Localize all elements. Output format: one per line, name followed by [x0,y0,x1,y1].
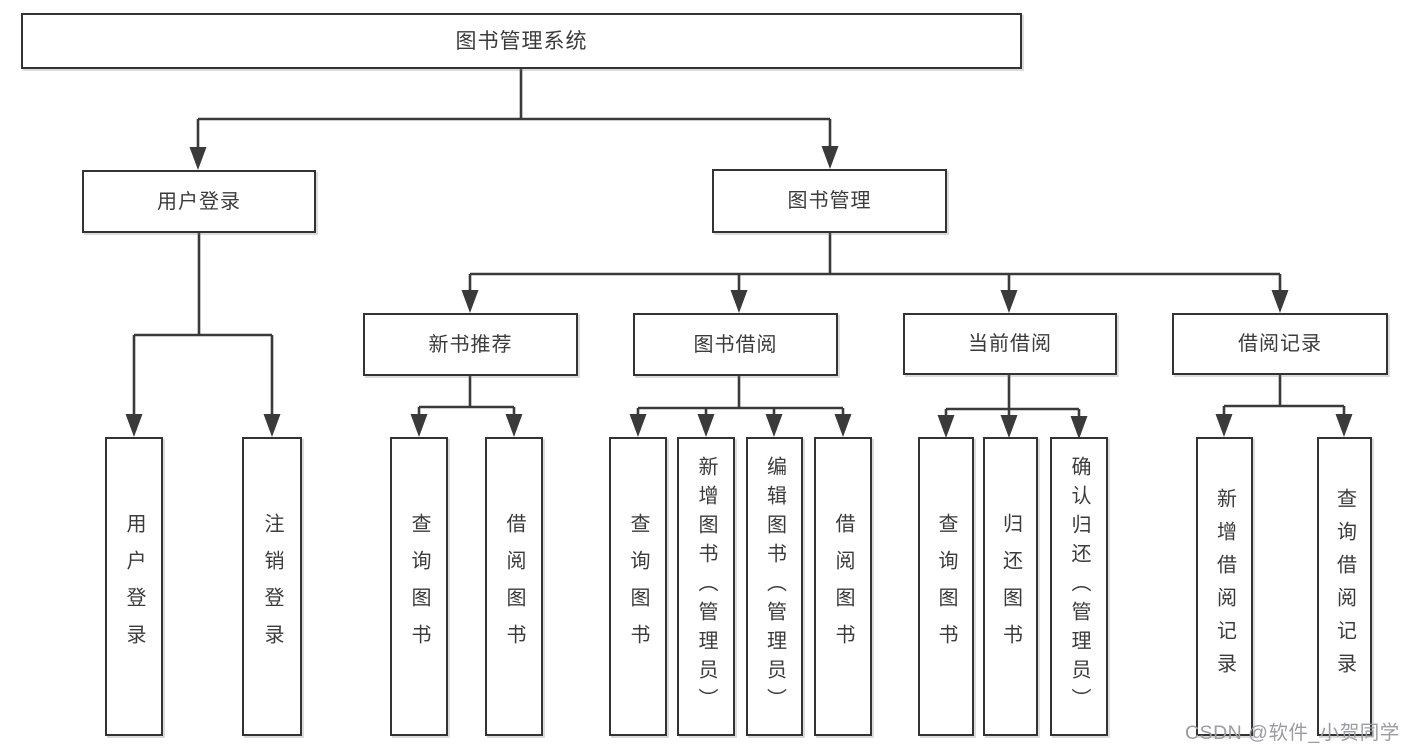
node-leaf-confirm-return-admin: 确认归还（管理员） [1050,437,1108,736]
node-leaf-query-books-3: 查询图书 [918,437,974,736]
edge-root-to-level2 [189,69,839,170]
node-leaf-query-borrow-record: 查询借阅记录 [1317,437,1372,736]
node-leaf-add-books-admin: 新增图书（管理员） [677,437,735,736]
node-leaf-borrow-books: 借阅图书 [485,437,543,736]
csdn-watermark: CSDN @软件_小贺同学 [1185,722,1400,744]
edge-book-borrow-children [629,376,852,437]
edge-user-login-children [125,233,281,437]
node-book-borrowing: 图书借阅 [633,313,838,376]
node-leaf-edit-books-admin: 编辑图书（管理员） [746,437,803,736]
node-leaf-add-borrow-record: 新增借阅记录 [1196,437,1253,736]
node-leaf-query-books-2: 查询图书 [609,437,667,736]
node-leaf-logout: 注销登录 [242,437,302,736]
node-current-borrowing: 当前借阅 [903,313,1117,375]
edge-new-book-children [410,376,523,437]
edge-borrow-record-children [1215,375,1353,437]
edge-current-borrow-children [937,375,1088,439]
node-leaf-return-books: 归还图书 [983,437,1038,736]
edge-book-mgmt-children [461,233,1289,313]
node-leaf-query-books: 查询图书 [390,437,448,736]
node-library-management-system: 图书管理系统 [21,13,1022,69]
node-new-book-recommend: 新书推荐 [363,313,578,376]
node-leaf-borrow-books-2: 借阅图书 [814,437,872,736]
node-user-login: 用户登录 [82,170,316,233]
node-leaf-user-login: 用户登录 [105,437,163,736]
node-borrowing-records: 借阅记录 [1172,313,1388,375]
node-book-management: 图书管理 [712,169,947,233]
